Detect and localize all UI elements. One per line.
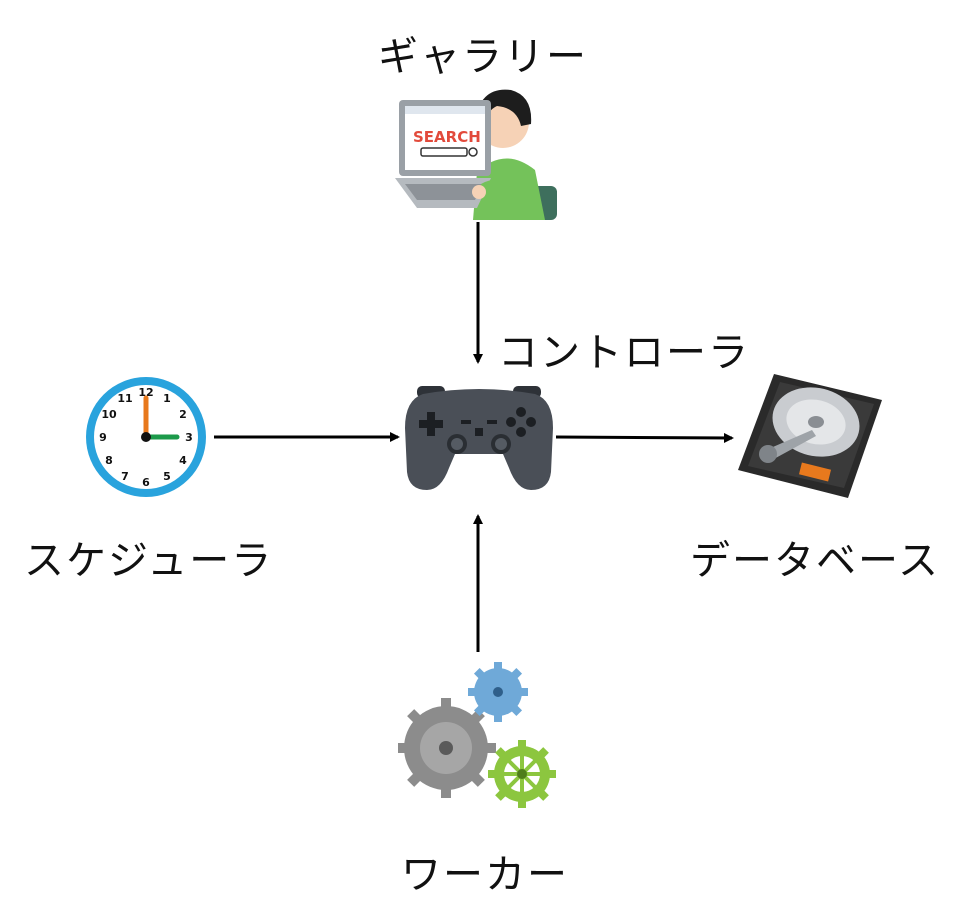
laptop-screen-text: SEARCH xyxy=(413,128,481,146)
clock-numeral: 6 xyxy=(142,476,150,489)
clock-numeral: 3 xyxy=(185,431,193,444)
clock-numeral: 12 xyxy=(138,386,153,399)
gamepad-icon xyxy=(403,382,555,492)
database-label: データベース xyxy=(690,538,940,584)
clock-numeral: 2 xyxy=(179,408,187,421)
controller-label: コントローラ xyxy=(498,330,750,376)
scheduler-label: スケジューラ xyxy=(24,538,274,584)
clock-icon: 12 1 2 3 4 5 6 7 8 9 10 11 xyxy=(81,372,211,502)
hard-disk-icon xyxy=(736,370,886,502)
clock-numeral: 1 xyxy=(163,392,171,405)
clock-numeral: 7 xyxy=(121,470,129,483)
clock-numeral: 5 xyxy=(163,470,171,483)
clock-numeral: 8 xyxy=(105,454,113,467)
gears-icon xyxy=(398,660,560,812)
clock-numeral: 10 xyxy=(101,408,117,421)
clock-numeral: 9 xyxy=(99,431,107,444)
clock-numeral: 4 xyxy=(179,454,187,467)
edge-controller-database xyxy=(555,432,734,443)
clock-numeral: 11 xyxy=(117,392,132,405)
gallery-label: ギャラリー xyxy=(378,34,588,80)
worker-label: ワーカー xyxy=(401,852,569,898)
person-laptop-search-icon: SEARCH xyxy=(395,80,565,222)
